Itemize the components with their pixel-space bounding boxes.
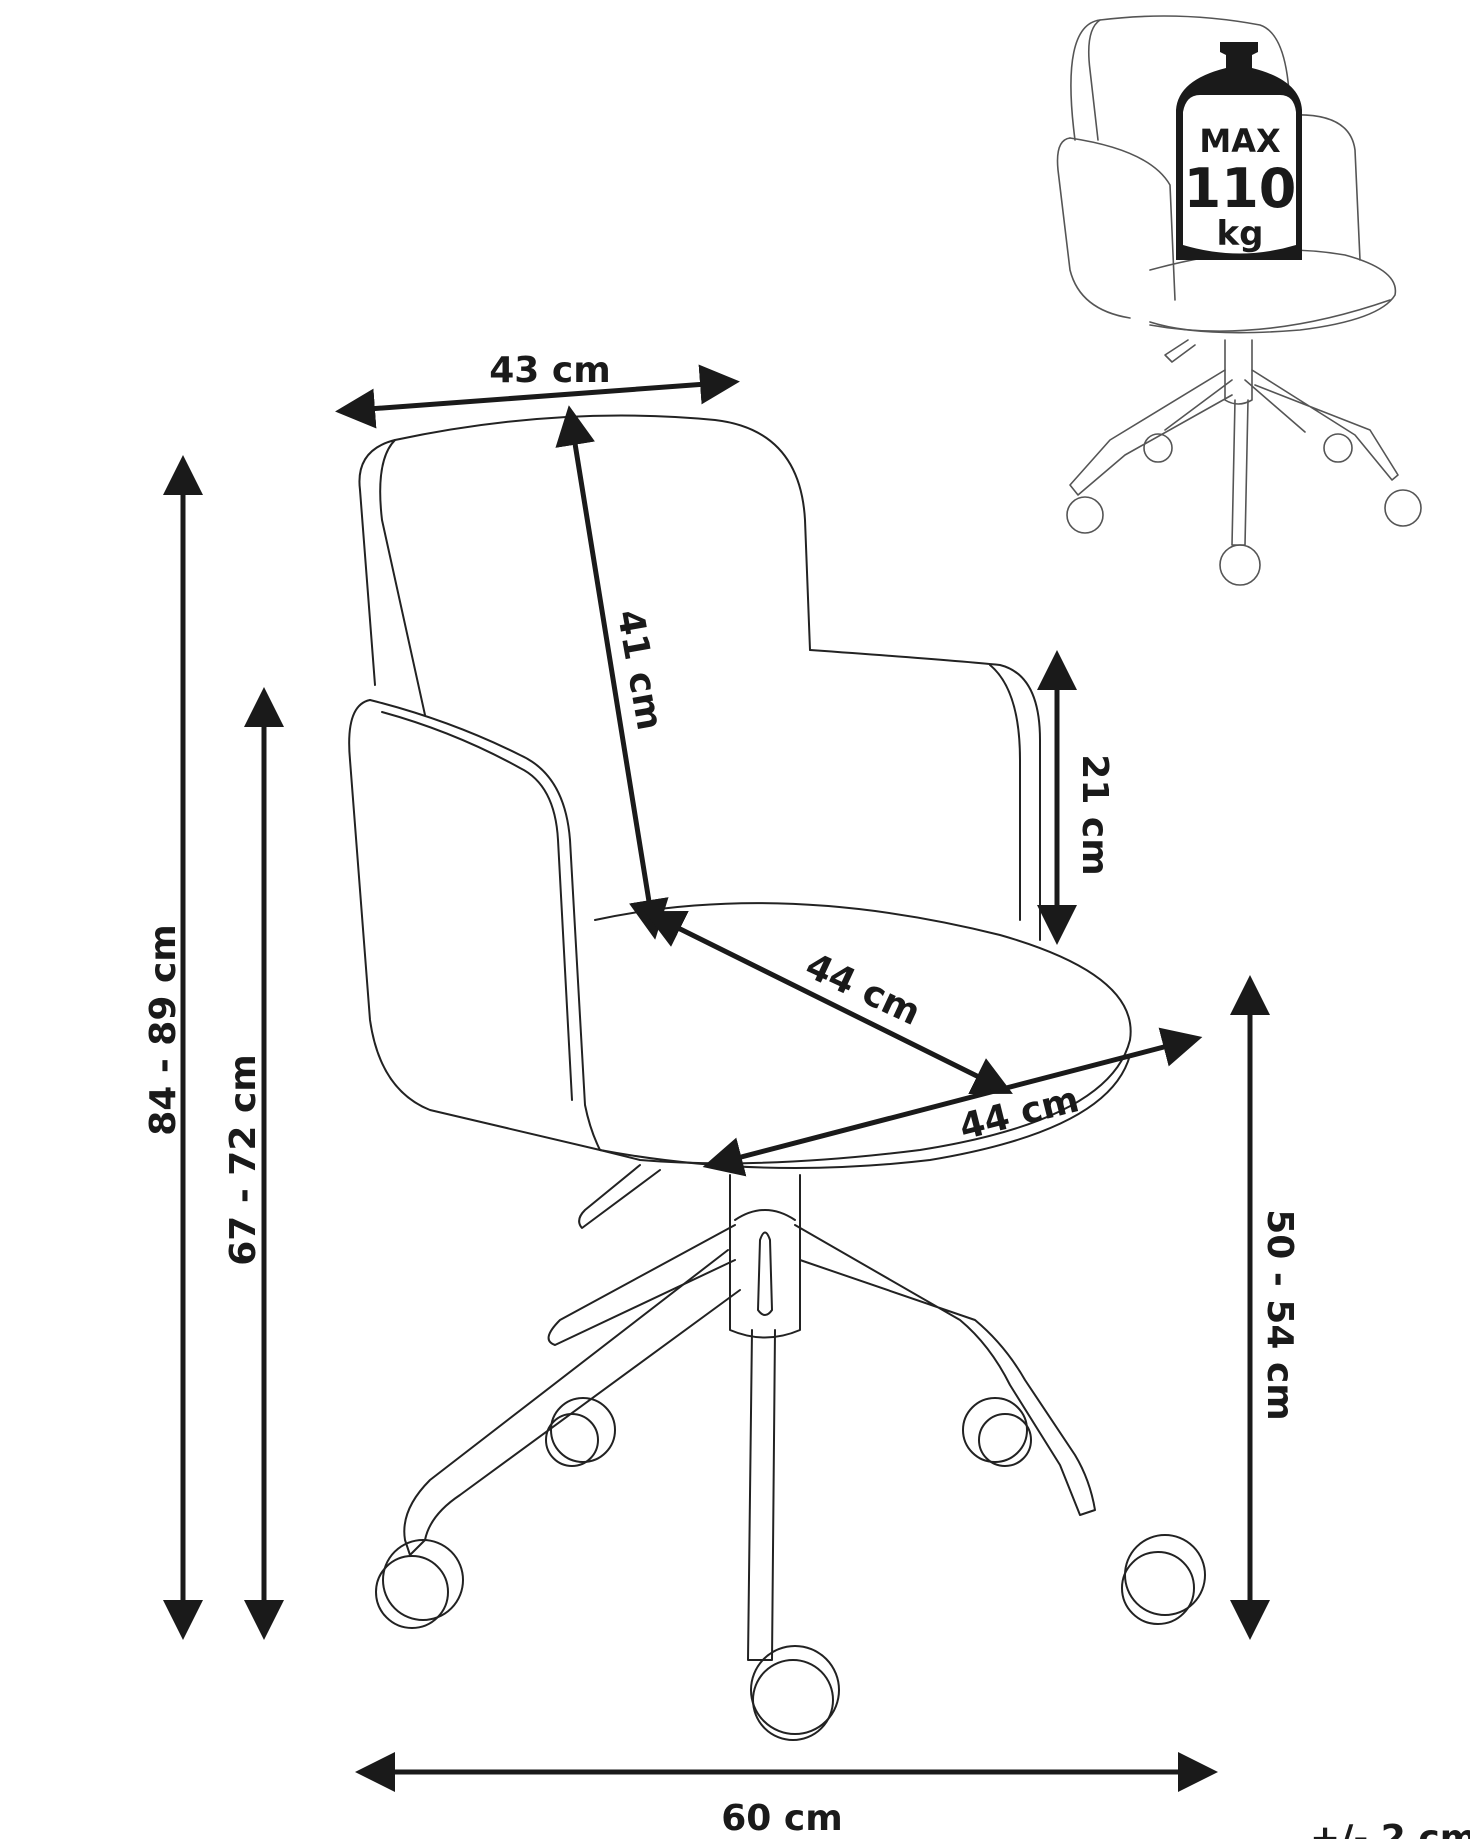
weight-icon [1176,42,1302,260]
label-tolerance: +/- 2 cm [1310,1818,1470,1839]
dimension-labels: 43 cm 41 cm 21 cm 44 cm 44 cm 84 - 89 cm… [143,350,1470,1844]
label-backrest-width: 43 cm [489,350,610,391]
arrow-backrest-width [335,364,740,429]
label-seat-height: 50 - 54 cm [1259,1209,1300,1421]
label-armrest-height: 21 cm [1074,754,1115,875]
label-base-width: 60 cm [721,1798,842,1839]
arrow-seat-width [702,1027,1203,1177]
chair-illustration [348,414,1206,1741]
arrow-seat-depth [644,910,1013,1095]
arrow-backrest-height [555,405,669,940]
dimension-arrows [163,364,1270,1792]
max-load-value: 110 [1184,157,1297,220]
label-total-height: 84 - 89 cm [143,924,184,1136]
label-armrest-floor-height: 67 - 72 cm [223,1054,264,1266]
max-load-unit: kg [1217,214,1264,254]
max-load-label: MAX [1199,122,1281,160]
label-seat-width: 44 cm [955,1079,1083,1148]
